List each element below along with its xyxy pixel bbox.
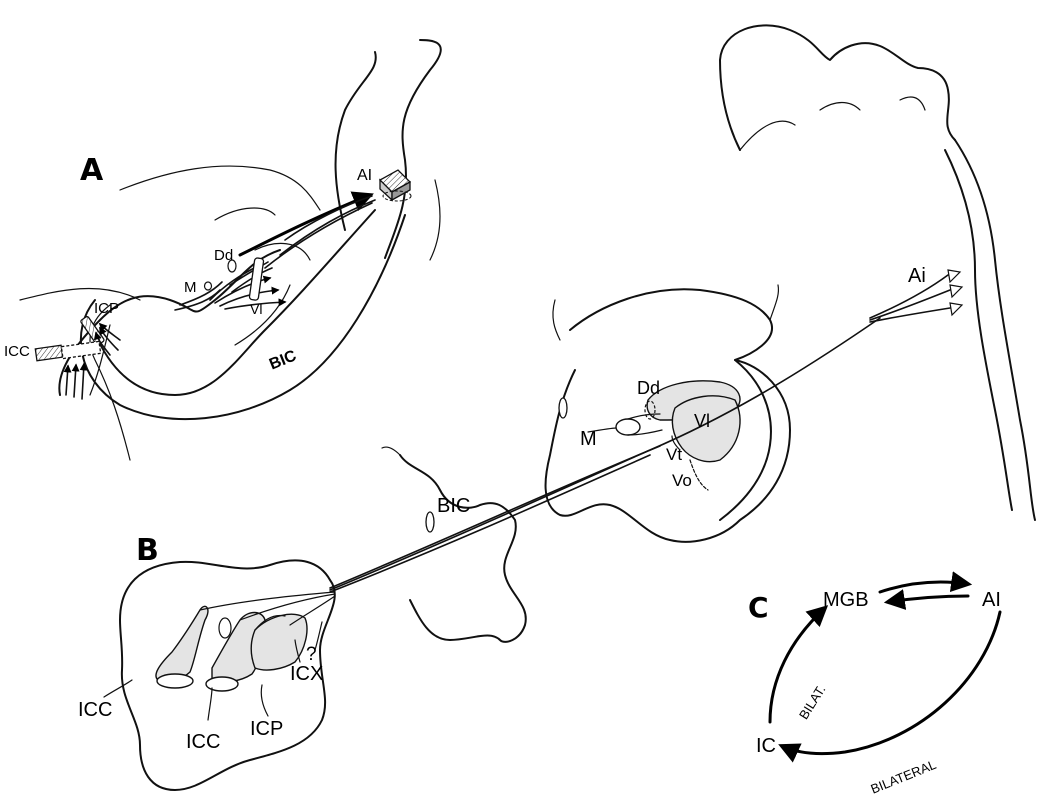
node-ai: AI	[982, 589, 1001, 611]
panel-a: A AI Dd M Vl ICP ICC BIC	[4, 40, 441, 460]
edge-label-bilateral: BILATERAL	[868, 757, 938, 797]
panel-b-icc-left-label: ICC	[78, 699, 112, 721]
panel-a-icc-label: ICC	[4, 343, 30, 360]
panel-b-letter: B	[136, 533, 159, 568]
panel-c-letter: C	[748, 591, 769, 624]
panel-a-letter: A	[80, 153, 104, 188]
panel-a-cortex-outline-2	[385, 40, 441, 258]
edge-label-bilat: BILAT.	[796, 682, 829, 722]
panel-b-ai-label: Ai	[908, 265, 926, 287]
node-ic: IC	[756, 735, 776, 757]
panel-b-icp-label: ICP	[250, 718, 283, 740]
panel-a-vl-label: Vl	[250, 301, 262, 317]
panel-a-icp-label: ICP	[94, 300, 119, 317]
panel-a-bic-tract	[98, 210, 375, 395]
panel-b-icc-right-label: ICC	[186, 731, 220, 753]
edge-mgb-to-ai	[880, 582, 968, 592]
panel-b-ic-nuclei	[156, 606, 307, 691]
panel-b-icx-label: ICX	[290, 663, 323, 685]
panel-b-bic-label: BIC	[437, 495, 470, 517]
panel-b-vt-label: Vt	[666, 445, 682, 464]
panel-a-dd-label: Dd	[214, 247, 233, 264]
panel-a-bic-label: BIC	[267, 347, 299, 373]
panel-c: C MGB AI IC BILAT. BILATERAL	[748, 582, 1001, 797]
panel-a-ai-label: AI	[357, 167, 372, 184]
edge-ai-to-mgb	[888, 596, 968, 602]
panel-b-bic-tract	[330, 318, 880, 590]
panel-b-question-label: ?	[306, 644, 317, 665]
panel-b-cortex-outline	[720, 25, 955, 150]
panel-b-vl-label: Vl	[694, 411, 710, 431]
panel-a-m-label: M	[184, 279, 197, 296]
panel-b: B Ai Dd M Vl Vt Vo BIC ICC ICC ICP ICX ?	[78, 25, 1035, 790]
panel-b-dd-label: Dd	[637, 378, 660, 398]
node-mgb: MGB	[823, 589, 869, 611]
panel-b-vo-label: Vo	[672, 471, 692, 490]
